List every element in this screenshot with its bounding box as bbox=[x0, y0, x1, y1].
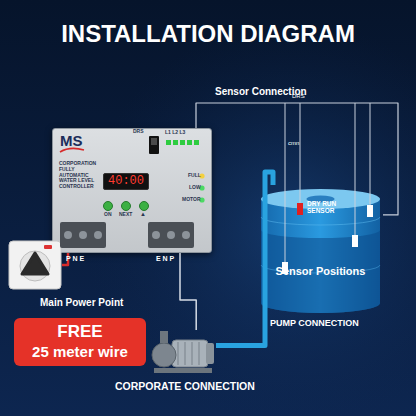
button-label: ▲ bbox=[140, 211, 146, 218]
sensor-cable bbox=[196, 103, 398, 215]
pin-label: DRS bbox=[133, 129, 144, 135]
button-label: NEXT bbox=[119, 212, 132, 218]
tank-rib bbox=[261, 217, 380, 225]
led-label: FULL bbox=[188, 173, 201, 179]
terminal-label: P N E bbox=[66, 255, 84, 263]
power-socket: Main Power Point bbox=[8, 240, 62, 290]
button-label: ON bbox=[104, 212, 112, 218]
pump-head bbox=[152, 343, 176, 367]
controller-caption: CORPORATION FULLY AUTOMATIC WATER LEVEL … bbox=[59, 161, 103, 190]
display-digits: 40:00 bbox=[104, 175, 148, 189]
motor-rib bbox=[185, 342, 186, 365]
socket-plate bbox=[9, 241, 61, 289]
diagram-title: INSTALLATION DIAGRAM bbox=[0, 20, 416, 48]
sensor-wire bbox=[300, 103, 301, 203]
motor-rib bbox=[199, 342, 200, 365]
edge-label: Sensor Connection bbox=[215, 86, 307, 98]
edge-label: PUMP CONNECTION bbox=[270, 318, 359, 328]
power-socket-shape bbox=[8, 240, 62, 290]
motor-body bbox=[172, 340, 208, 367]
badge-body: 25 meter wire bbox=[14, 343, 146, 360]
pin-label: L1 L2 L3 bbox=[165, 130, 185, 136]
node-label: CORPORATE CONNECTION bbox=[115, 380, 255, 392]
node-label: Main Power Point bbox=[40, 297, 123, 309]
socket bbox=[20, 251, 50, 281]
pump-base bbox=[154, 368, 212, 373]
brand-logo: MS bbox=[60, 132, 83, 149]
sensor-wire bbox=[370, 103, 371, 205]
tank-body bbox=[261, 199, 380, 313]
signal-label: cmn bbox=[288, 140, 299, 147]
badge-heading: FREE bbox=[14, 322, 146, 342]
display-screen: 40:00 bbox=[103, 173, 149, 190]
pump-motor: CORPORATE CONNECTION bbox=[150, 330, 216, 374]
pump-motor-shape bbox=[150, 330, 216, 374]
led-label: MOTOR bbox=[182, 197, 201, 203]
pump-wire bbox=[180, 253, 196, 330]
motor-rib bbox=[192, 342, 193, 365]
sensor-label: DRY RUN SENSOR bbox=[307, 200, 349, 215]
plug bbox=[22, 253, 48, 274]
motor-rib bbox=[178, 342, 179, 365]
socket-switch bbox=[44, 245, 52, 249]
terminal-label: E N P bbox=[156, 255, 174, 263]
motor-cap bbox=[206, 343, 214, 364]
led-label: LOW bbox=[189, 185, 201, 191]
node-label: Sensor Positions bbox=[258, 265, 383, 278]
pump-outlet bbox=[160, 331, 168, 343]
free-badge: FREE25 meter wire bbox=[14, 318, 146, 366]
